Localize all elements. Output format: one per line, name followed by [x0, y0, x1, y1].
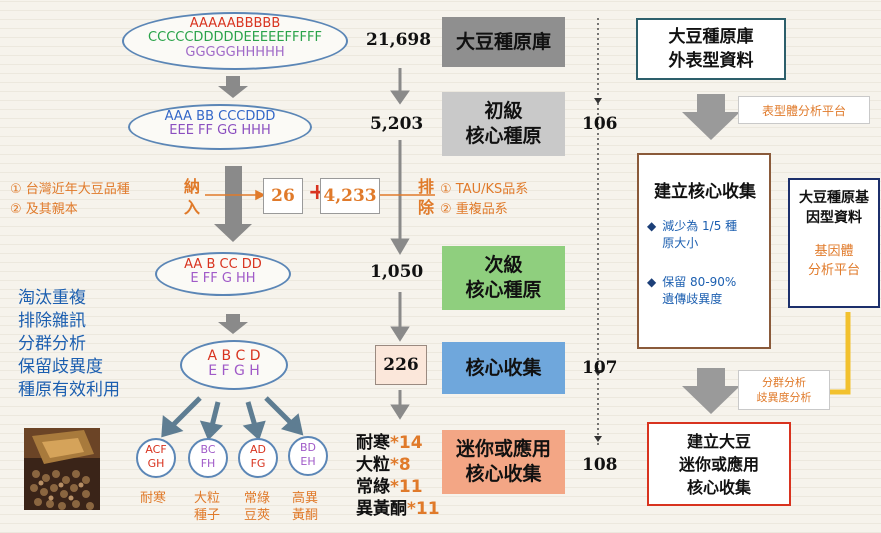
count-5203: 5,203 — [370, 114, 424, 134]
process-item: 分群分析 — [18, 334, 86, 354]
circle-label-cold: 耐寒 — [140, 491, 167, 506]
e1-line1: AAAAABBBBB — [189, 16, 281, 31]
trait-circle-cold: ACF GH — [136, 438, 176, 478]
e1-line3: GGGGGHHHHH — [185, 44, 285, 60]
process-item: 種原有效利用 — [18, 380, 120, 400]
process-item: 排除雜訊 — [18, 311, 86, 331]
process-item: 保留歧異度 — [18, 357, 103, 377]
process-list: 淘汰重複 排除雜訊 分群分析 保留歧異度 種原有效利用 — [18, 287, 120, 402]
analysis-box: 分群分析 歧異度分析 — [738, 370, 830, 410]
e2-line2: EEE FF GG HHH — [169, 123, 271, 139]
include-item-1: ① 台灣近年大豆品種 — [10, 182, 130, 197]
include-list: ① 台灣近年大豆品種 ② 及其親本 — [10, 180, 130, 220]
count-21698: 21,698 — [366, 30, 432, 50]
number-108: 108 — [582, 455, 618, 475]
circle-label-large-seed: 大粒 種子 — [194, 491, 221, 523]
exclude-label: 排 除 — [418, 177, 435, 217]
left-arrow-3 — [218, 314, 248, 334]
number-107: 107 — [582, 358, 618, 378]
box-226: 226 — [375, 345, 427, 385]
trait-row: 常綠*11 — [356, 477, 423, 497]
exclude-item-2: ② 重複品系 — [440, 202, 508, 217]
number-106: 106 — [582, 114, 618, 134]
trait-circle-evergreen: AD FG — [238, 438, 278, 478]
e4-line2: E F G H — [208, 363, 260, 380]
box-core-collection: 核心收集 — [442, 342, 565, 394]
include-label: 納 入 — [184, 177, 201, 217]
ellipse-all-accessions: AAAAABBBBB CCCCCDDDDDEEEEEFFFFF GGGGGHHH… — [122, 12, 348, 70]
box-mini-core-collection: 迷你或應用 核心收集 — [442, 430, 565, 494]
trait-circle-large-seed: BC FH — [188, 438, 228, 478]
right-arrow-1 — [682, 94, 740, 140]
e3-line1: AA B CC DD — [184, 257, 262, 272]
soybean-photo — [24, 428, 100, 510]
include-item-2: ② 及其親本 — [10, 202, 78, 217]
trait-list: 耐寒*14 大粒*8 常綠*11 異黃酮*11 — [356, 432, 440, 520]
exclude-list: ① TAU/KS品系 ② 重複品系 — [440, 180, 528, 220]
e4-line1: A B C D — [207, 348, 261, 364]
mid-arrow-4 — [390, 404, 410, 420]
process-item: 淘汰重複 — [18, 288, 86, 308]
ellipse-primary-core: AAA BB CCCDDD EEE FF GG HHH — [128, 104, 312, 150]
e2-line1: AAA BB CCCDDD — [164, 109, 276, 124]
trait-row: 異黃酮*11 — [356, 499, 440, 519]
mid-arrow-1 — [390, 90, 410, 105]
phenotype-platform-box: 表型體分析平台 — [738, 96, 870, 124]
circle-label-isoflavone: 高異 黃酮 — [292, 491, 319, 523]
mid-arrow-2 — [390, 238, 410, 255]
circle-label-evergreen: 常綠 豆莢 — [244, 491, 271, 523]
box-4233: 4,233 — [320, 178, 380, 214]
box-26: 26 — [263, 178, 303, 214]
box-primary-core: 初級 核心種原 — [442, 92, 565, 156]
count-1050: 1,050 — [370, 262, 424, 282]
mid-arrow-3 — [390, 326, 410, 342]
core-bullet-2: ◆ 保留 80-90% 遺傳歧異度 — [647, 275, 737, 306]
core-panel-title: 建立核心收集 — [654, 182, 756, 202]
e1-line2: CCCCCDDDDDEEEEEFFFFF — [148, 30, 322, 46]
e3-line2: E FF G HH — [190, 271, 256, 287]
ellipse-core-collection: A B C D E F G H — [180, 340, 288, 390]
core-bullet-1: ◆ 減少為 1/5 種 原大小 — [647, 219, 738, 250]
right-arrow-2 — [682, 368, 740, 414]
box-soybean-germplasm-bank: 大豆種原庫 — [442, 17, 565, 67]
core-collection-panel: 建立核心收集 ◆ 減少為 1/5 種 原大小 ◆ 保留 80-90% 遺傳歧異度 — [637, 153, 771, 349]
box-secondary-core: 次級 核心種原 — [442, 246, 565, 310]
genotype-data-box: 大豆種原基 因型資料 基因體 分析平台 — [788, 178, 880, 308]
ellipse-secondary-core: AA B CC DD E FF G HH — [155, 252, 291, 296]
final-mini-core-box: 建立大豆 迷你或應用 核心收集 — [647, 422, 791, 506]
left-arrow-1 — [218, 76, 248, 98]
trait-row: 大粒*8 — [356, 455, 411, 475]
trait-circle-isoflavone: BD EH — [288, 436, 328, 476]
left-arrow-2 — [214, 166, 252, 242]
trait-row: 耐寒*14 — [356, 433, 423, 453]
phenotype-data-box: 大豆種原庫 外表型資料 — [636, 18, 786, 80]
exclude-item-1: ① TAU/KS品系 — [440, 182, 529, 197]
